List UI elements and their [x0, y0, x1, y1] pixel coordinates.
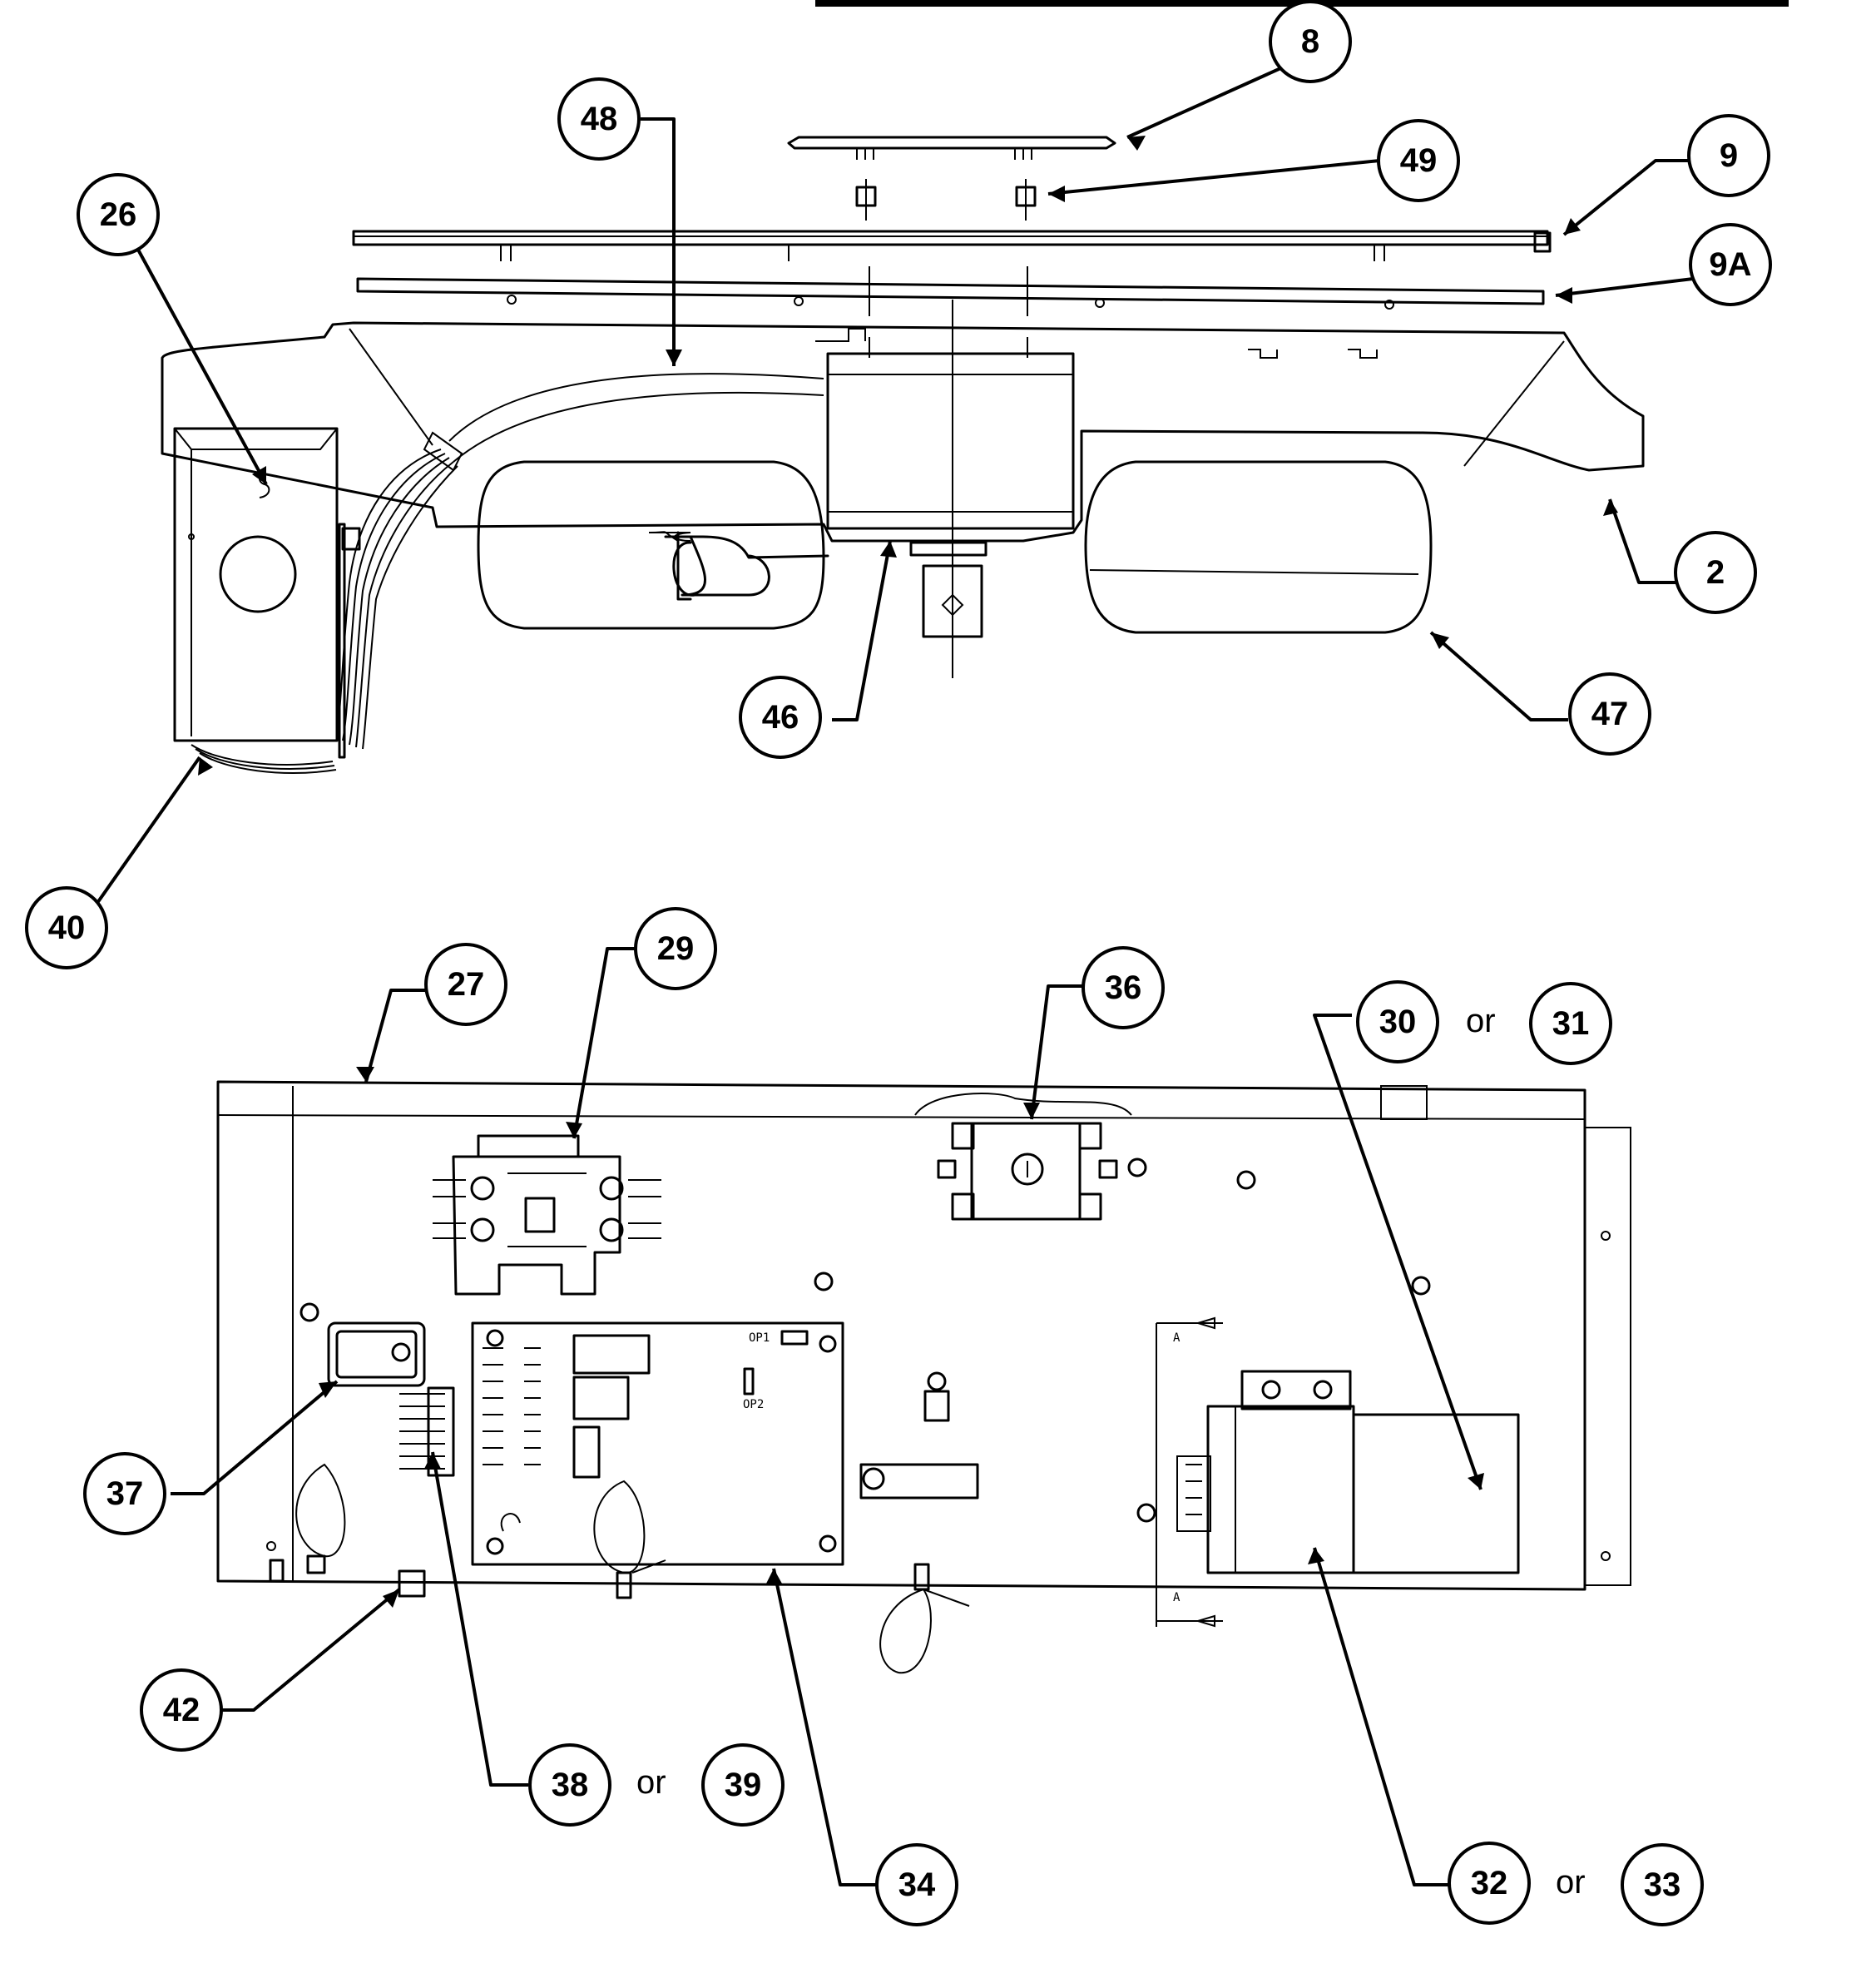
svg-text:33: 33	[1644, 1866, 1681, 1903]
svg-text:32: 32	[1471, 1865, 1508, 1901]
callout-39: 39	[701, 1743, 785, 1827]
svg-text:42: 42	[163, 1692, 200, 1728]
callout-27: 27	[424, 943, 507, 1026]
svg-text:47: 47	[1591, 696, 1629, 732]
lower-assembly: OP1 OP2	[216, 1080, 1631, 1674]
callout-26: 26	[77, 173, 160, 256]
callout-46: 46	[739, 676, 822, 759]
part-8-plate	[787, 136, 1116, 160]
svg-text:49: 49	[1400, 142, 1438, 179]
board-label-op2: OP2	[743, 1398, 764, 1411]
or-30-31: or	[1466, 1003, 1496, 1039]
svg-text:29: 29	[657, 930, 695, 967]
part-9a-rail	[356, 266, 1545, 316]
part-34-control-board: OP1 OP2	[471, 1321, 844, 1566]
leader-lines	[96, 61, 1715, 1886]
svg-text:39: 39	[725, 1767, 762, 1803]
callout-49: 49	[1377, 119, 1460, 202]
callout-48: 48	[557, 77, 641, 161]
callout-2: 2	[1674, 531, 1757, 614]
svg-text:48: 48	[581, 101, 618, 137]
part-30-transformer-area: A A	[1156, 1316, 1520, 1628]
or-38-39: or	[636, 1764, 666, 1801]
svg-text:31: 31	[1552, 1005, 1590, 1042]
part-46-bracket	[826, 300, 1075, 678]
part-9-rail	[352, 230, 1552, 261]
svg-text:27: 27	[448, 966, 485, 1003]
leader-arrowheads	[198, 136, 1618, 1608]
callout-9a: 9A	[1689, 223, 1772, 306]
part-47-tank	[1084, 460, 1433, 634]
upper-assembly	[161, 136, 1645, 774]
svg-text:30: 30	[1379, 1004, 1417, 1040]
part-2-housing	[161, 321, 1645, 543]
svg-text:40: 40	[48, 910, 86, 946]
svg-text:9A: 9A	[1709, 246, 1751, 283]
part-36-switch	[937, 1122, 1118, 1221]
svg-text:2: 2	[1706, 554, 1725, 591]
or-32-33: or	[1556, 1864, 1586, 1901]
part-29-contactor	[433, 1134, 661, 1296]
part-38-terminal-strip	[399, 1386, 455, 1477]
part-26-control-box	[173, 427, 361, 759]
svg-text:46: 46	[762, 699, 799, 736]
panel-components	[859, 1371, 979, 1500]
part-37-relay	[327, 1321, 426, 1387]
svg-text:9: 9	[1720, 137, 1738, 174]
svg-text:37: 37	[106, 1475, 144, 1512]
callout-8: 8	[1269, 0, 1352, 83]
section-mark-bottom: A	[1173, 1591, 1181, 1604]
callout-31: 31	[1529, 982, 1612, 1065]
cable-ties	[269, 1463, 970, 1674]
callout-40: 40	[25, 886, 108, 969]
svg-text:26: 26	[100, 196, 137, 233]
callout-29: 29	[634, 907, 717, 990]
left-tank	[477, 460, 829, 630]
callout-34: 34	[875, 1843, 958, 1926]
callout-42: 42	[140, 1668, 223, 1752]
callout-30: 30	[1356, 980, 1439, 1063]
callout-32: 32	[1448, 1842, 1531, 1925]
callout-47: 47	[1568, 672, 1651, 756]
part-40-wire-harness	[191, 431, 463, 774]
callout-37: 37	[83, 1452, 166, 1535]
part-49-nuts	[855, 179, 1037, 221]
callout-38: 38	[528, 1743, 611, 1827]
svg-text:38: 38	[552, 1767, 589, 1803]
part-27-panel	[216, 1080, 1631, 1591]
callout-36: 36	[1082, 946, 1165, 1029]
callout-33: 33	[1621, 1843, 1704, 1926]
svg-text:8: 8	[1301, 23, 1319, 60]
svg-text:34: 34	[898, 1866, 936, 1903]
svg-text:36: 36	[1105, 969, 1142, 1006]
section-mark-top: A	[1173, 1331, 1181, 1345]
callout-9: 9	[1687, 114, 1770, 197]
board-label-op1: OP1	[749, 1331, 770, 1345]
